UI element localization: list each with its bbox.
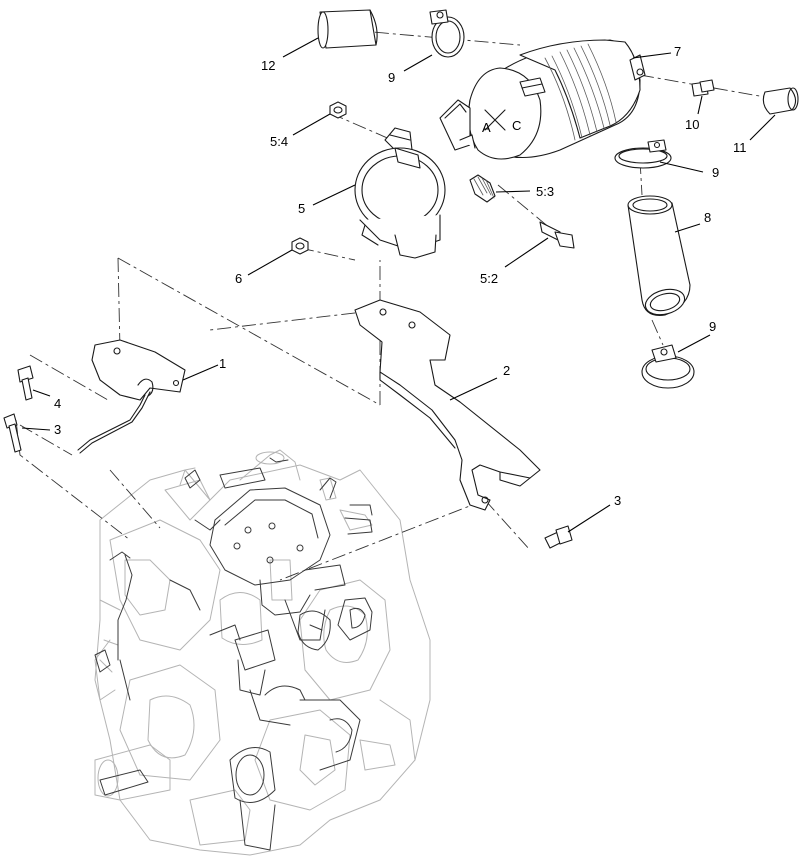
part-5-3-spring <box>469 174 496 203</box>
callout-5: 5 <box>298 201 305 216</box>
callout-4: 4 <box>54 396 61 411</box>
callout-5-3: 5:3 <box>536 184 554 199</box>
cleaner-marking-c: C <box>512 118 521 133</box>
callout-6: 6 <box>235 271 242 286</box>
part-12-sleeve <box>317 9 378 49</box>
part-6-nut <box>291 237 309 255</box>
leader-lines <box>21 37 776 533</box>
part-8-hose <box>627 195 691 316</box>
callout-3-right: 3 <box>614 493 621 508</box>
callout-7: 7 <box>674 44 681 59</box>
callout-11: 11 <box>733 140 747 155</box>
part-1-bracket <box>77 339 186 454</box>
engine <box>94 449 431 856</box>
part-5-mounting-band <box>354 127 446 259</box>
part-9-clamp-top <box>429 9 465 58</box>
part-5-2-bolt <box>539 221 575 249</box>
callout-12: 12 <box>261 58 275 73</box>
part-2-support-bracket <box>354 299 541 511</box>
callout-1: 1 <box>219 356 226 371</box>
callout-5-2: 5:2 <box>480 271 498 286</box>
part-3-bolt-left <box>3 413 22 453</box>
part-11-valve-cap <box>762 87 799 115</box>
part-9-clamp-bottom <box>641 344 695 389</box>
cleaner-marking-a: A <box>482 120 491 135</box>
callout-9-mid: 9 <box>712 165 719 180</box>
callouts: 12 9 7 10 11 9 5:4 5 5:3 8 6 5:2 9 1 2 4… <box>54 44 747 508</box>
callout-2: 2 <box>503 363 510 378</box>
callout-10: 10 <box>685 117 699 132</box>
callout-5-4: 5:4 <box>270 134 288 149</box>
callout-9-top: 9 <box>388 70 395 85</box>
callout-3-left: 3 <box>54 422 61 437</box>
part-10-fitting <box>691 79 715 97</box>
part-4-bolt <box>17 365 34 401</box>
part-3-bolt-right <box>544 525 573 549</box>
callout-8: 8 <box>704 210 711 225</box>
engine-detail <box>94 457 373 851</box>
part-7-air-cleaner: A C <box>439 39 646 160</box>
part-5-4-nut <box>329 101 347 119</box>
part-9-clamp-mid <box>614 139 672 169</box>
callout-9-bottom: 9 <box>709 319 716 334</box>
